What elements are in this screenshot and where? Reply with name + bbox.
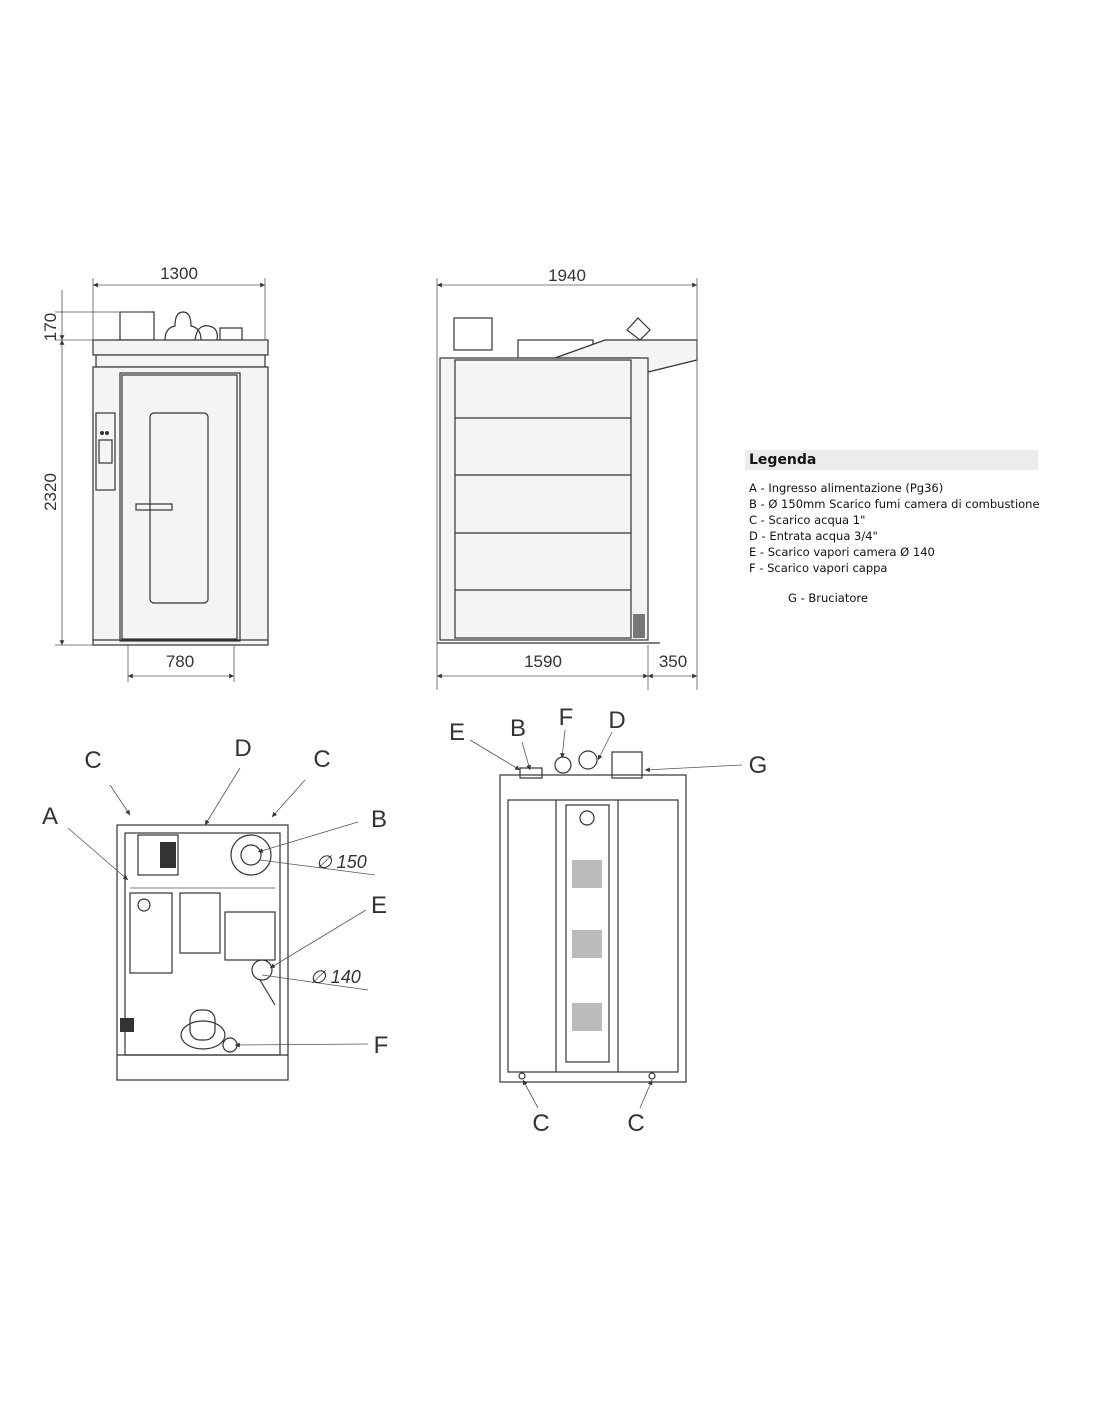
legend-item-burner: G - Bruciatore — [788, 591, 868, 605]
label-d: D — [234, 735, 251, 762]
front-view — [92, 311, 269, 646]
dim-top-170: 170 — [41, 313, 60, 341]
diameter-150: ∅ 150 — [316, 852, 367, 872]
front-dimensions: 1300 170 2320 780 — [41, 264, 266, 682]
legend-item: A - Ingresso alimentazione (Pg36) — [749, 481, 944, 495]
label-c: C — [84, 747, 101, 774]
label-f: F — [374, 1032, 389, 1059]
legend-item: D - Entrata acqua 3/4" — [749, 529, 878, 543]
legend-item: C - Scarico acqua 1" — [749, 513, 866, 527]
label-d: D — [608, 707, 625, 734]
dim-height-2320: 2320 — [41, 473, 60, 511]
label-c: C — [532, 1110, 549, 1137]
legend-item: F - Scarico vapori cappa — [749, 561, 888, 575]
legend-title: Legenda — [745, 450, 1038, 470]
label-b: B — [510, 715, 526, 742]
dim-door-780: 780 — [166, 652, 194, 671]
label-b: B — [371, 806, 387, 833]
plan-left-callouts: C D C A B ∅ 150 E ∅ 140 F — [42, 735, 388, 1059]
label-c: C — [627, 1110, 644, 1137]
label-a: A — [42, 803, 58, 830]
dim-width-1300: 1300 — [160, 264, 198, 283]
dim-body-1590: 1590 — [524, 652, 562, 671]
label-e: E — [449, 719, 465, 746]
diameter-140: ∅ 140 — [310, 967, 361, 987]
side-view — [437, 317, 698, 644]
plan-right-callouts: E B F D G C C — [449, 704, 767, 1137]
dim-depth-1940: 1940 — [548, 266, 586, 285]
legend-item: B - Ø 150mm Scarico fumi camera di combu… — [749, 497, 1040, 511]
side-dimensions: 1940 1590 350 — [436, 266, 698, 690]
label-c: C — [313, 746, 330, 773]
plan-view-right — [499, 750, 687, 1083]
label-g: G — [749, 752, 768, 779]
legend: Legenda A - Ingresso alimentazione (Pg36… — [745, 450, 1040, 606]
label-e: E — [371, 892, 387, 919]
dim-hood-350: 350 — [659, 652, 687, 671]
legend-item: E - Scarico vapori camera Ø 140 — [749, 545, 935, 559]
plan-view-left — [116, 824, 289, 1081]
label-f: F — [559, 704, 574, 731]
